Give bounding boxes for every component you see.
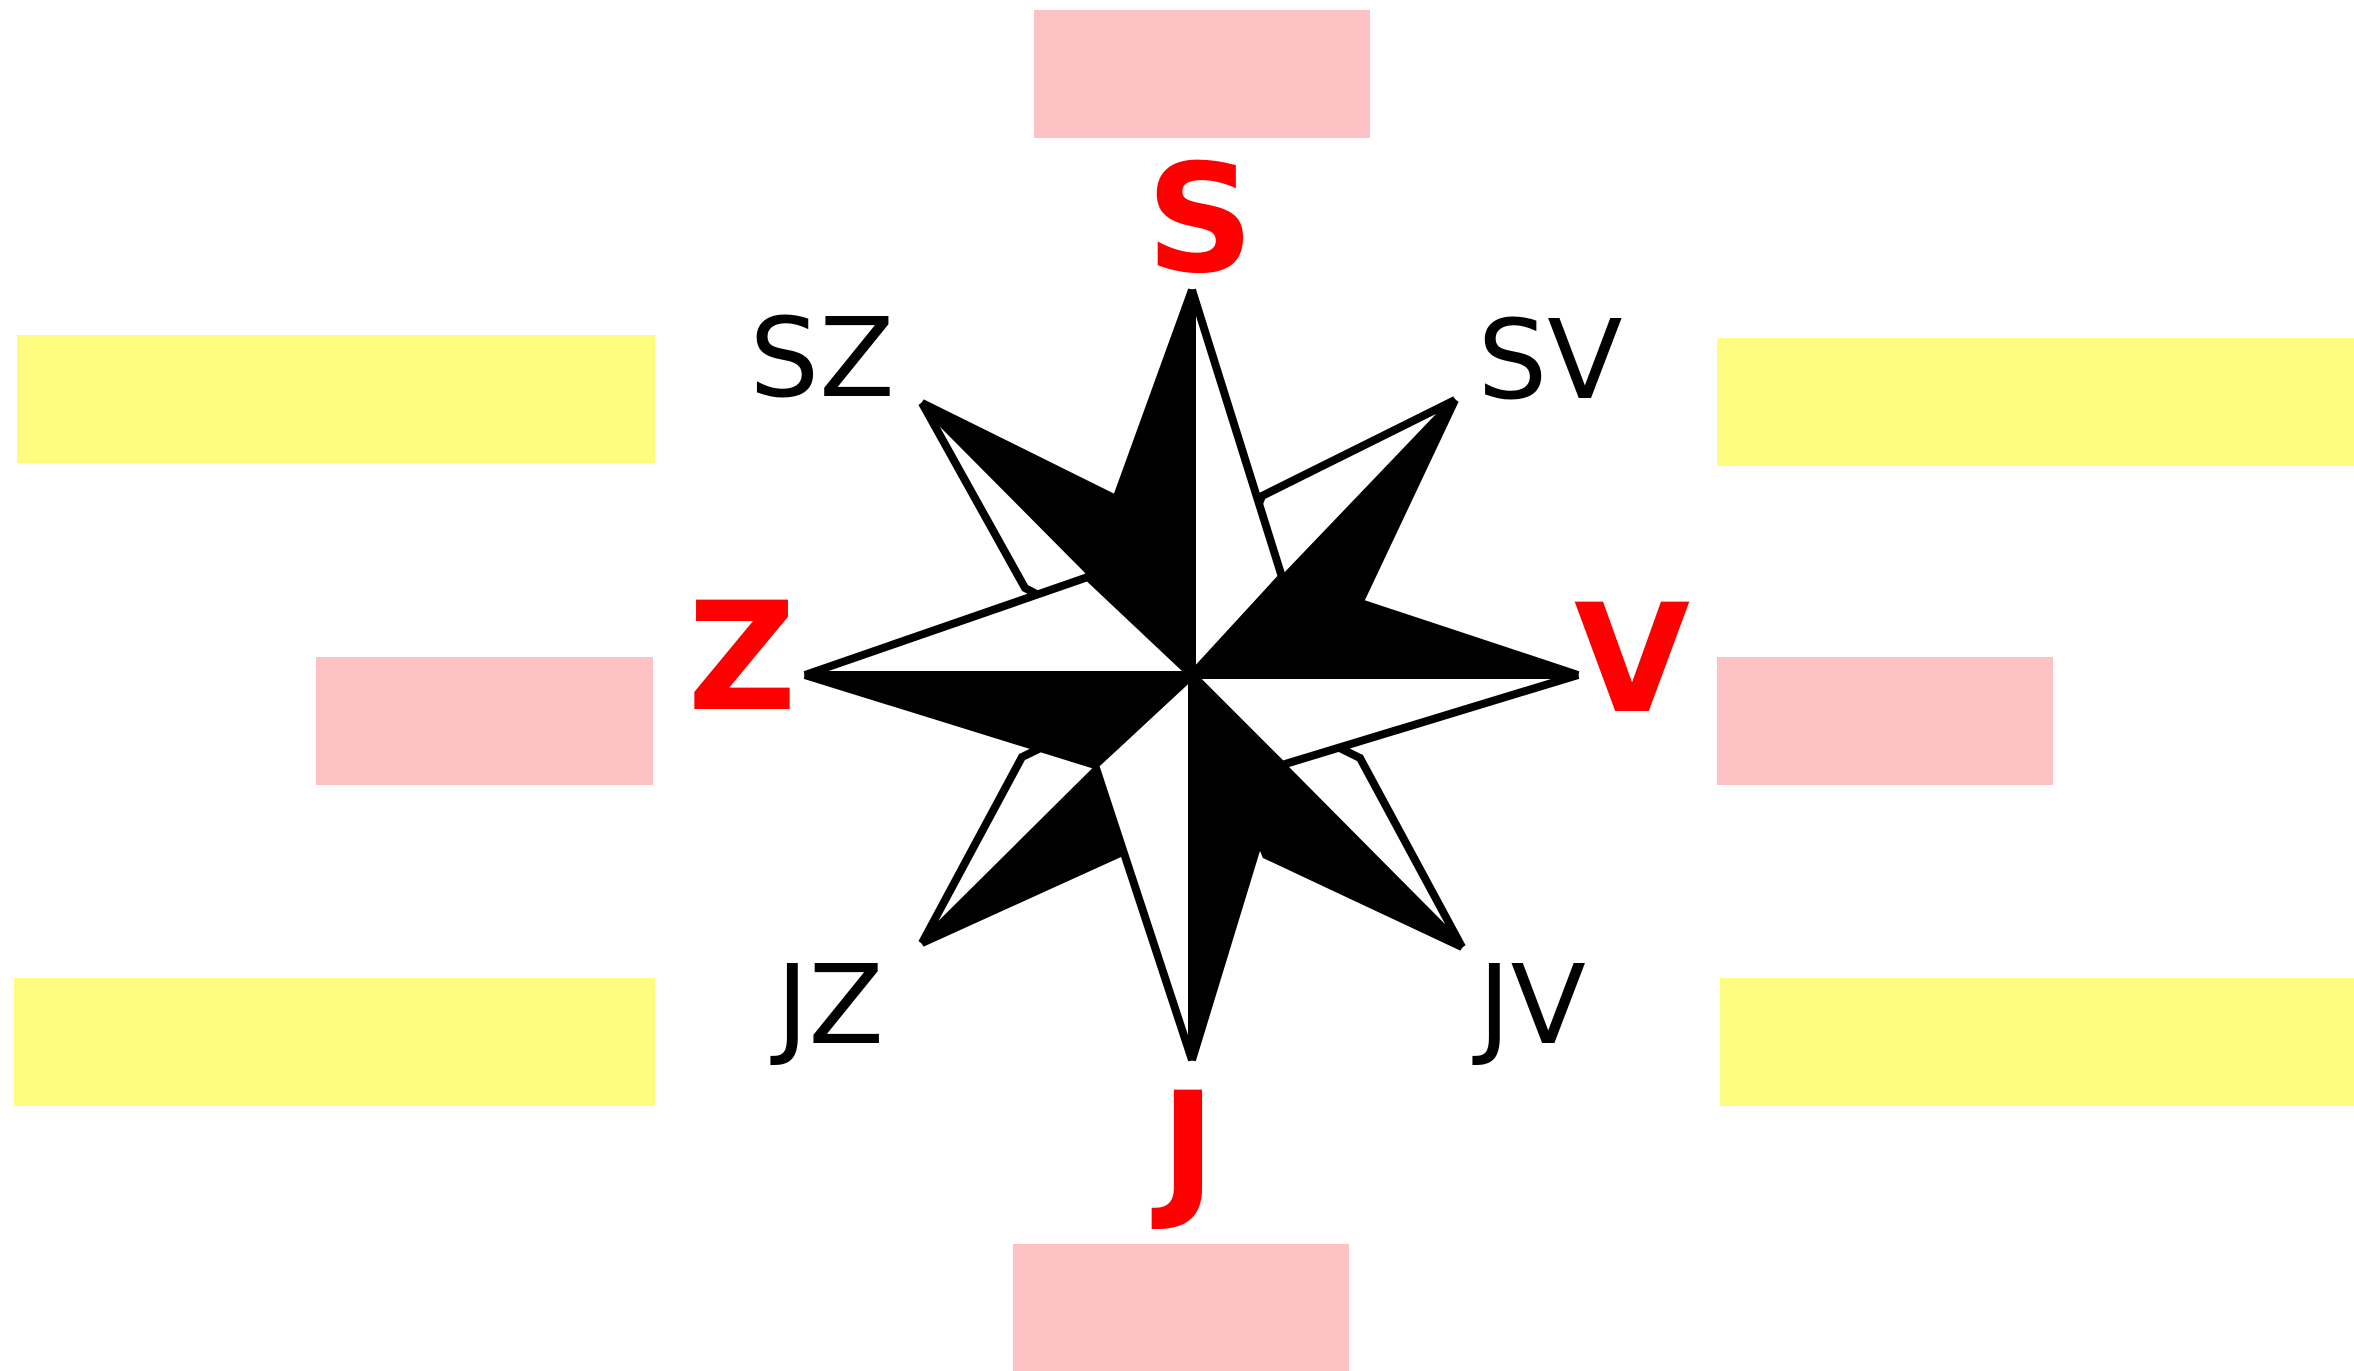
label-southeast: JV: [1478, 950, 1586, 1060]
label-northwest: SZ: [749, 303, 894, 413]
label-west: Z: [688, 583, 797, 733]
label-south: J: [1160, 1073, 1216, 1223]
label-southwest: JZ: [776, 950, 884, 1060]
label-northeast: SV: [1477, 305, 1622, 415]
label-east: V: [1574, 585, 1690, 735]
label-north: S: [1146, 145, 1254, 295]
